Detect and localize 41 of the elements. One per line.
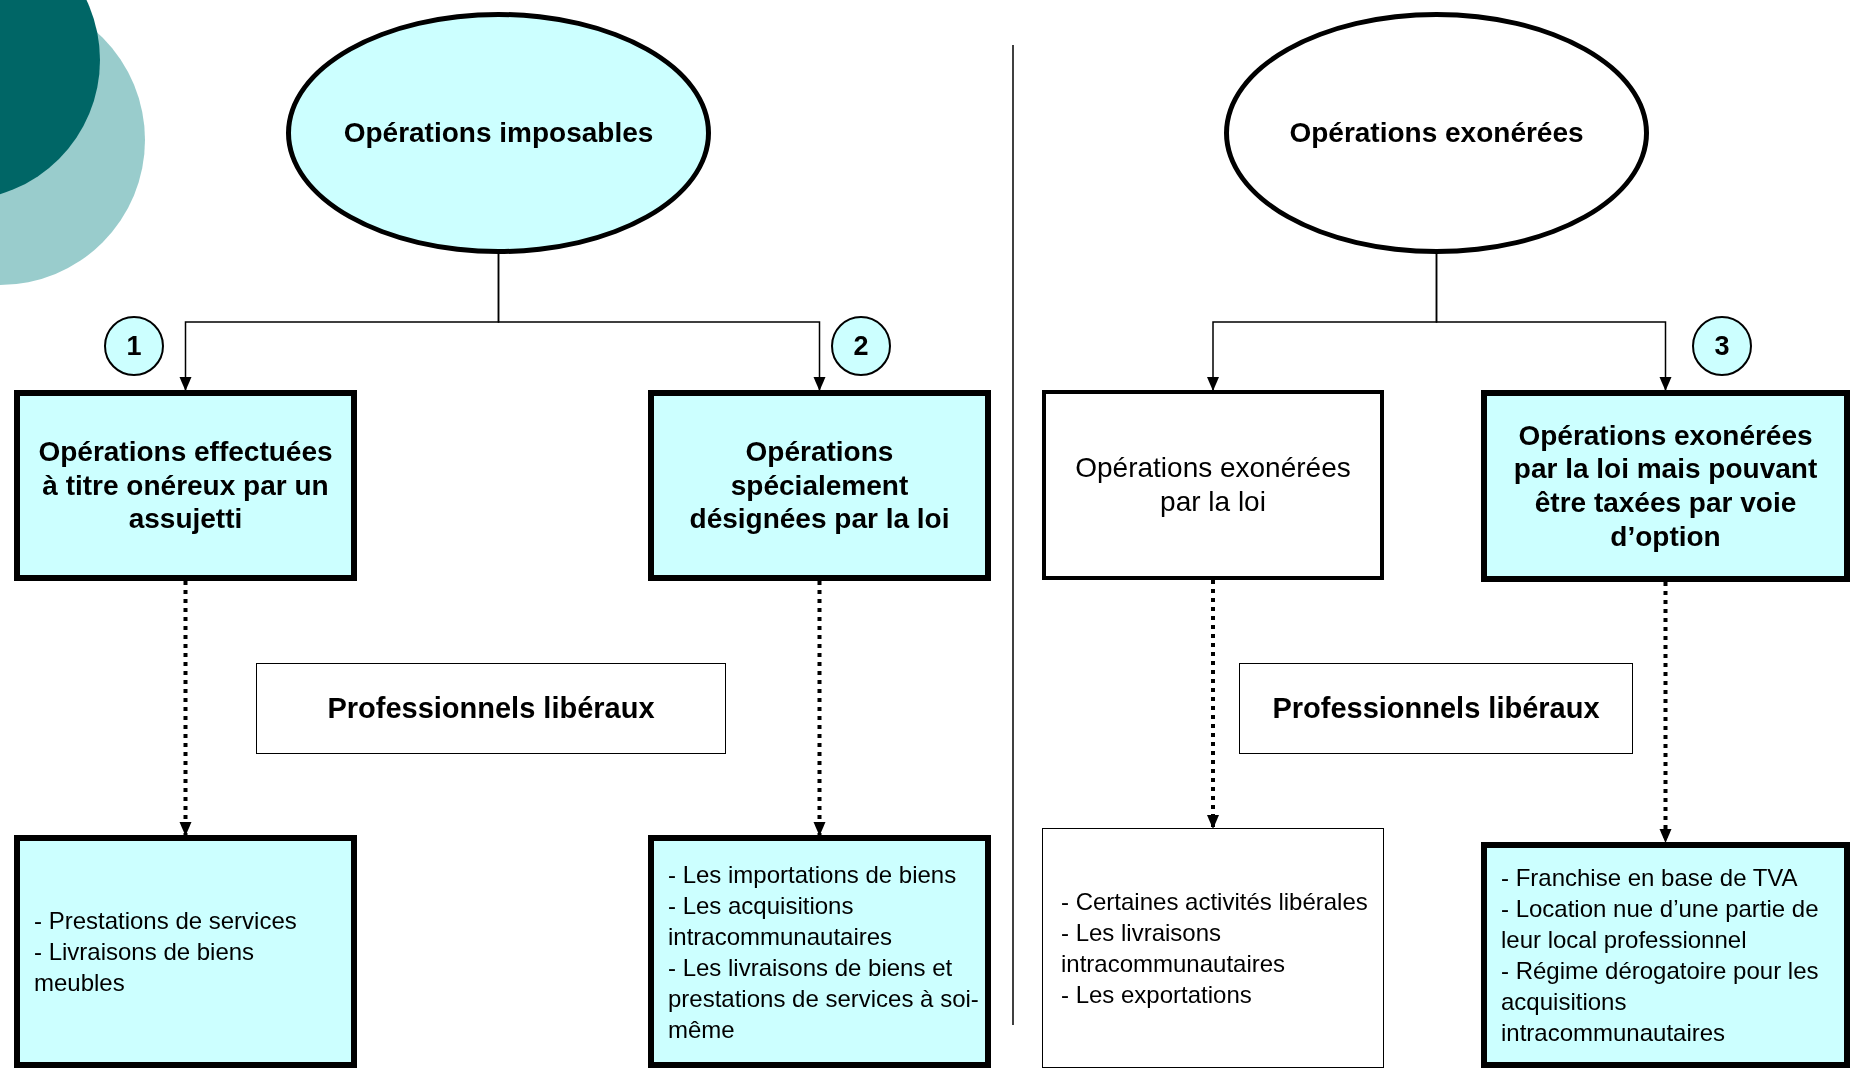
arrow: [1207, 580, 1219, 829]
arrow: [497, 253, 826, 391]
list-item: - Les exportations: [1061, 980, 1252, 1010]
list-box: [1481, 842, 1850, 1068]
category-box: [14, 390, 357, 581]
callout-circle: [831, 316, 891, 376]
list-item: - Certaines activités libérales: [1061, 887, 1368, 917]
arrow: [179, 581, 192, 836]
category-box: [1042, 390, 1384, 580]
node-label: Professionnels libéraux: [327, 691, 655, 726]
list-item: - Franchise en base de TVA: [1501, 863, 1798, 893]
arrow: [813, 581, 826, 836]
list-box: [14, 835, 357, 1068]
label-box: [256, 663, 726, 754]
list-box: [648, 835, 991, 1068]
callout-number: 2: [853, 329, 869, 363]
callout-circle: [1692, 316, 1752, 376]
node-label: Professionnels libéraux: [1272, 691, 1600, 726]
list-item: - Livraisons de biens meubles: [34, 937, 256, 998]
list-item: - Les acquisitions intracommunautaires: [668, 890, 894, 952]
category-box: [648, 390, 991, 581]
label-box: [1239, 663, 1633, 754]
list-item: - Les importations de biens: [668, 859, 957, 890]
callout-number: 1: [126, 329, 142, 363]
node-label: Opérations spécialement désignées par la loi: [688, 435, 951, 536]
list-item: - Location nue d’une partie de leur local professionnel: [1501, 894, 1820, 955]
list-item: - Régime dérogatoire pour les acquisitions intracommunautaires: [1501, 956, 1820, 1048]
node-label: Opérations exonérées: [1289, 116, 1584, 150]
arrow: [1435, 253, 1672, 391]
list-item: - Les livraisons intracommunautaires: [1061, 918, 1287, 979]
node-label: Opérations imposables: [343, 116, 654, 150]
node-label: Opérations effectuées à titre onéreux par un assujetti: [37, 435, 334, 536]
node-label: Opérations exonérées par la loi: [1074, 451, 1352, 519]
list-item: - Les livraisons de biens et prestations de services à soi-même: [668, 952, 979, 1045]
callout-circle: [104, 316, 164, 376]
list-box: [1042, 828, 1384, 1068]
node-label: Opérations exonérées par la loi mais pouvant être taxées par voie d’option: [1512, 418, 1819, 554]
callout-number: 3: [1714, 329, 1730, 363]
category-box: [1481, 390, 1850, 582]
arrow: [1659, 582, 1672, 843]
list-item: - Prestations de services: [34, 906, 297, 936]
